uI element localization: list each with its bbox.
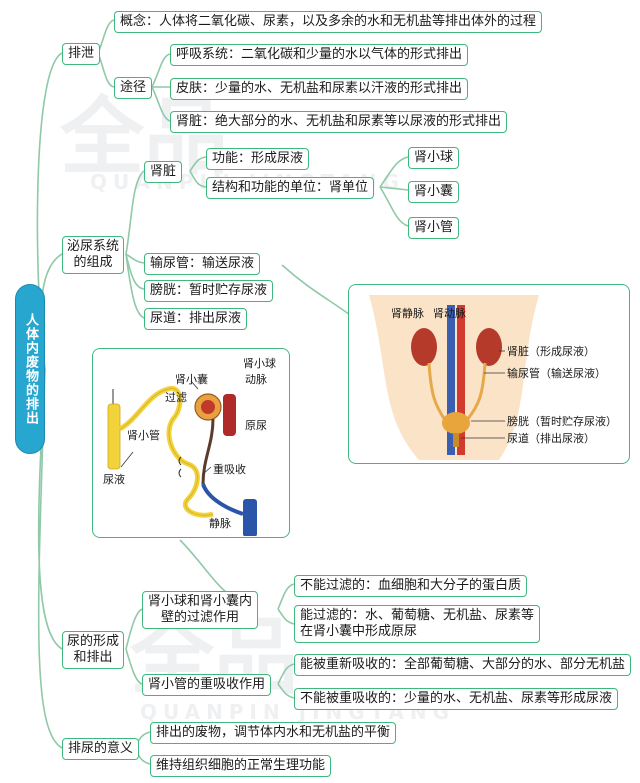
ureter-node: 输尿管：输送尿液	[144, 253, 261, 275]
filtration-label-line1: 肾小球和肾小囊内	[148, 594, 253, 609]
excretion-pathway-node: 途径	[114, 77, 153, 99]
excretion-node: 排泄	[62, 43, 101, 65]
formation-label-line2: 和排出	[73, 650, 113, 665]
nephron-part-glomerulus: 肾小球	[408, 147, 460, 169]
label-tubule: 肾小管	[127, 429, 160, 442]
cannot-filter: 不能过滤的：血细胞和大分子的蛋白质	[294, 575, 528, 597]
label-kidney: 肾脏（形成尿液）	[507, 345, 595, 358]
label-ureter: 输尿管（输送尿液）	[507, 367, 606, 380]
label-renal-artery: 肾动脉	[433, 307, 466, 320]
label-bladder: 膀胱（暂时贮存尿液）	[507, 415, 617, 428]
urinary-label-line1: 泌尿系统	[67, 239, 120, 254]
significance-item-1: 排出的废物，调节体内水和无机盐的平衡	[150, 722, 397, 744]
pathway-kidney: 肾脏：绝大部分的水、无机盐和尿素等以尿液的形式排出	[170, 111, 508, 133]
filtration-node: 肾小球和肾小囊内 壁的过滤作用	[142, 591, 259, 629]
excretion-concept: 概念：人体将二氧化碳、尿素，以及多余的水和无机盐等排出体外的过程	[114, 11, 543, 33]
kidney-unit: 结构和功能的单位：肾单位	[206, 177, 375, 199]
label-vein: 静脉	[209, 517, 231, 530]
urinary-body-diagram: 肾静脉 肾动脉 肾脏（形成尿液） 输尿管（输送尿液） 膀胱（暂时贮存尿液） 尿道…	[348, 284, 630, 464]
label-capsule: 肾小囊	[175, 373, 208, 386]
bladder-node: 膀胱：暂时贮存尿液	[144, 280, 274, 302]
formation-node: 尿的形成 和排出	[62, 631, 125, 669]
root-topic: 人体内废物的排出	[15, 284, 45, 454]
label-primary-urine: 原尿	[245, 419, 267, 432]
label-urethra: 尿道（排出尿液）	[507, 432, 595, 445]
filtration-label-line2: 壁的过滤作用	[161, 610, 240, 625]
label-filtration: 过滤	[165, 391, 187, 404]
pathway-skin: 皮肤：少量的水、无机盐和尿素以汗液的形式排出	[170, 78, 469, 100]
cannot-reabsorb: 不能被重吸收的：少量的水、无机盐、尿素等形成尿液	[294, 688, 619, 710]
nephron-diagram: 肾小球 肾小囊 动脉 过滤 肾小管 原尿 重吸收 尿液 静脉	[92, 348, 290, 538]
urethra-node: 尿道：排出尿液	[144, 308, 248, 330]
body-illustration	[369, 295, 539, 460]
nephron-part-capsule: 肾小囊	[408, 181, 460, 203]
nephron-illustration	[107, 380, 257, 536]
can-filter: 能过滤的：水、葡萄糖、无机盐、尿素等 在肾小囊中形成原尿	[294, 605, 541, 643]
label-reabsorption: 重吸收	[213, 463, 246, 476]
formation-label-line1: 尿的形成	[67, 634, 120, 649]
can-reabsorb: 能被重新吸收的：全部葡萄糖、大部分的水、部分无机盐	[294, 654, 632, 676]
pathway-respiratory: 呼吸系统：二氧化碳和少量的水以气体的形式排出	[170, 44, 469, 66]
label-artery: 动脉	[245, 373, 267, 386]
significance-node: 排尿的意义	[62, 738, 140, 760]
can-filter-line1: 能过滤的：水、葡萄糖、无机盐、尿素等	[300, 608, 535, 623]
reabsorption-node: 肾小管的重吸收作用	[142, 674, 272, 696]
label-glomerulus: 肾小球	[243, 357, 276, 370]
label-urine: 尿液	[103, 473, 125, 486]
kidney-node: 肾脏	[144, 161, 183, 183]
kidney-function: 功能：形成尿液	[206, 148, 310, 170]
nephron-part-tubule: 肾小管	[408, 217, 460, 239]
significance-item-2: 维持组织细胞的正常生理功能	[150, 755, 332, 777]
label-renal-vein: 肾静脉	[391, 307, 424, 320]
urinary-system-node: 泌尿系统 的组成	[62, 236, 125, 274]
can-filter-line2: 在肾小囊中形成原尿	[300, 624, 418, 639]
urinary-label-line2: 的组成	[73, 255, 113, 270]
